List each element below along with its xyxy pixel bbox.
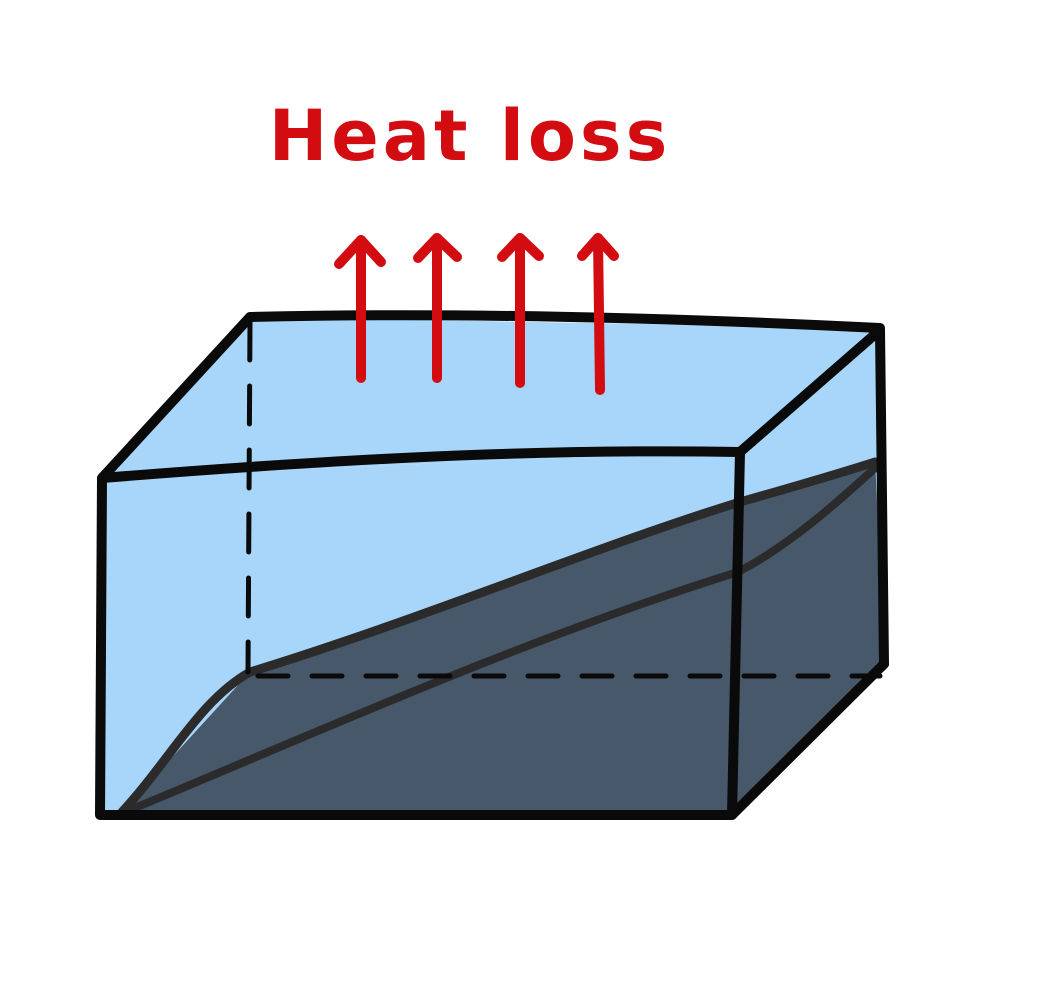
water-top-face	[102, 317, 880, 478]
arrow-up-icon	[497, 233, 544, 388]
sediment-slope-line	[117, 457, 880, 817]
arrow-up-icon	[577, 233, 619, 395]
sediment-diagonal-line	[121, 464, 879, 816]
heat-arrows	[334, 233, 619, 395]
box-outline	[95, 310, 889, 820]
arrow-up-icon	[334, 235, 386, 383]
sediment-front-face	[122, 500, 740, 815]
arrow-up-icon	[413, 233, 462, 383]
sediment-right-face	[730, 460, 885, 815]
hidden-vertical-edge	[245, 319, 253, 675]
diagram-title: Heat loss	[269, 95, 672, 177]
